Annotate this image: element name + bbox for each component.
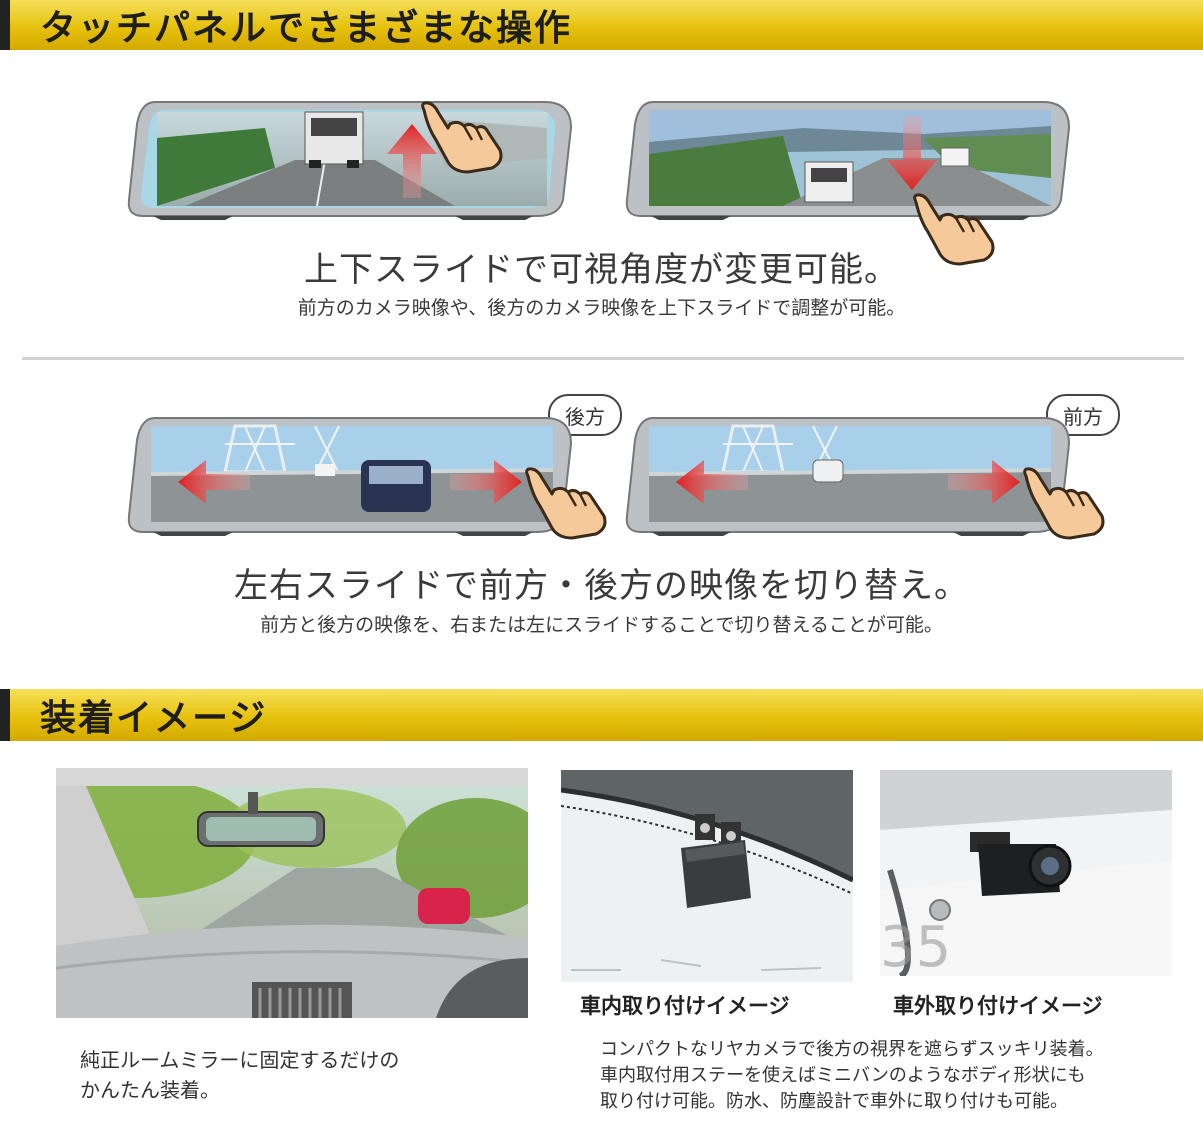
down-arrow-icon [885, 114, 939, 196]
horizontal-swipe-description: 前方と後方の映像を、右または左にスライドすることで切り替えることが可能。 [260, 614, 943, 636]
camera-description: コンパクトなリヤカメラで後方の視界を遮らずスッキリ装着。 車内取付用ステーを使え… [600, 1037, 1104, 1115]
pointing-hand-icon [418, 100, 506, 178]
section-divider [22, 357, 1184, 360]
mirror-display-front-swipe [623, 414, 1073, 536]
touch-section-banner: タッチパネルでさまざまな操作 [0, 0, 1203, 50]
install-section-title: 装着イメージ [40, 698, 268, 739]
interior-camera-photo [561, 770, 853, 982]
main-install-caption: 純正ルームミラーに固定するだけの かんたん装着。 [80, 1045, 399, 1105]
main-caption-line: かんたん装着。 [80, 1078, 220, 1102]
badge-rear: 後方 [548, 394, 622, 436]
exterior-camera-photo: 35 [880, 770, 1172, 976]
camera-text-line: 車内取付用ステーを使えばミニバンのようなボディ形状にも [600, 1065, 1086, 1086]
left-arrow-icon [674, 458, 750, 510]
vertical-swipe-headline: 上下スライドで可視角度が変更可能。 [304, 250, 899, 290]
main-caption-line: 純正ルームミラーに固定するだけの [80, 1048, 400, 1072]
left-arrow-icon [176, 458, 252, 510]
pointing-hand-icon [522, 466, 610, 544]
right-arrow-icon [946, 458, 1022, 510]
svg-text:35: 35 [880, 915, 951, 976]
vertical-swipe-description: 前方のカメラ映像や、後方のカメラ映像を上下スライドで調整が可能。 [297, 297, 906, 319]
camera-text-line: コンパクトなリヤカメラで後方の視界を遮らずスッキリ装着。 [600, 1039, 1104, 1060]
camera-text-line: 取り付け可能。防水、防塵設計で車外に取り付けも可能。 [600, 1091, 1068, 1112]
horizontal-swipe-headline: 左右スライドで前方・後方の映像を切り替え。 [234, 566, 969, 606]
pointing-hand-icon [910, 192, 998, 270]
dashboard-install-photo [56, 768, 528, 1018]
mirror-display-rear-swipe [125, 414, 575, 536]
interior-caption: 車内取り付けイメージ [580, 994, 790, 1018]
install-section-banner: 装着イメージ [0, 689, 1203, 741]
mirror-display-swipe-down [623, 98, 1073, 220]
banner-accent-bar [0, 0, 10, 50]
right-arrow-icon [448, 458, 524, 510]
exterior-caption: 車外取り付けイメージ [893, 994, 1103, 1018]
pointing-hand-icon [1020, 466, 1108, 544]
mirror-display-swipe-up [125, 98, 575, 220]
banner-accent-bar [0, 689, 10, 741]
touch-section-title: タッチパネルでさまざまな操作 [40, 8, 573, 49]
up-arrow-icon [385, 122, 439, 204]
